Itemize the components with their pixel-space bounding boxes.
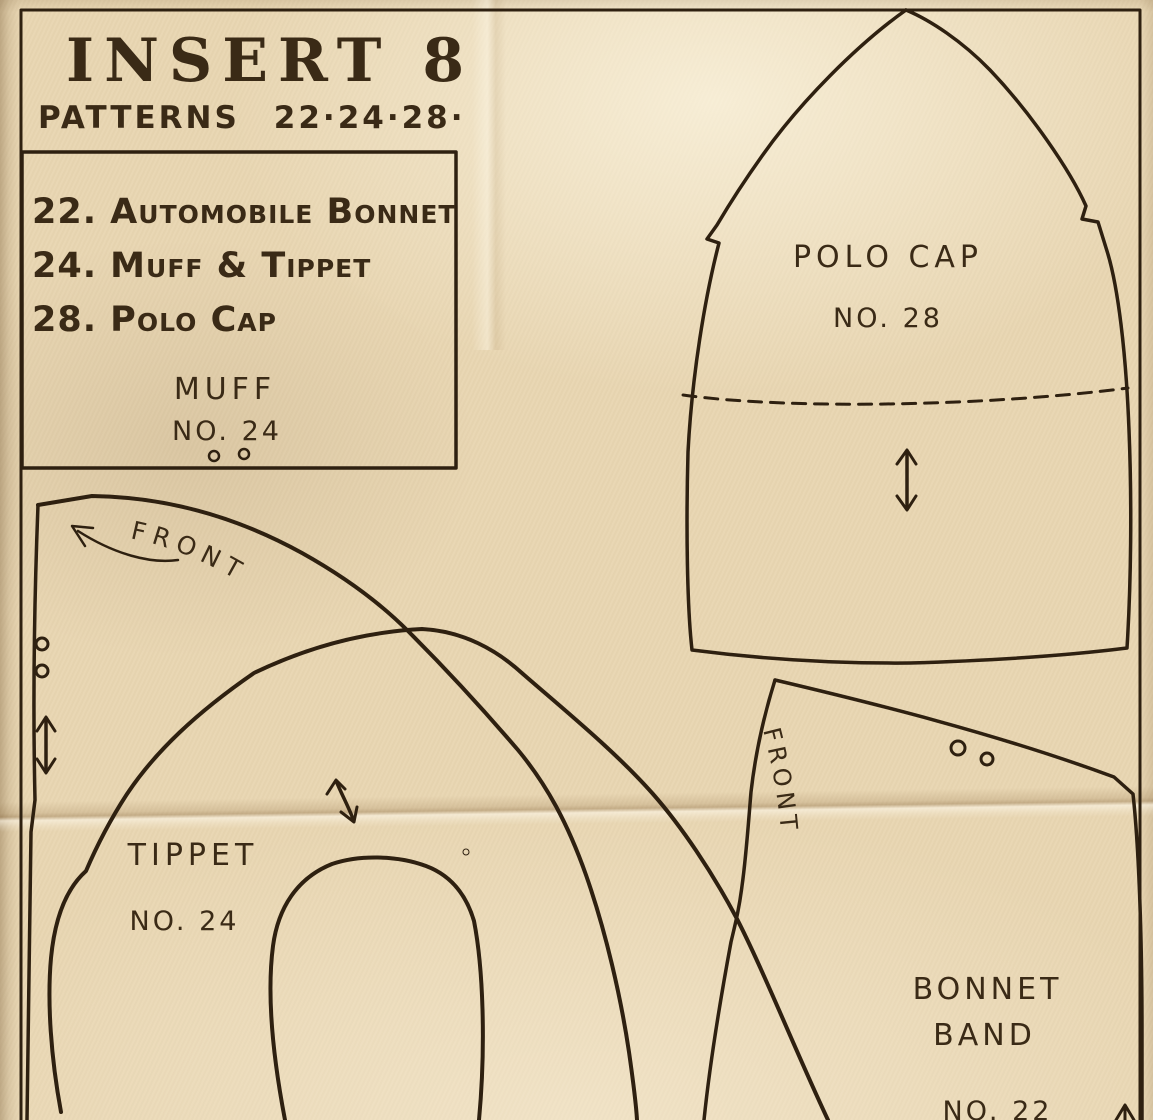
front-label-left-text: FRONT <box>129 516 253 588</box>
polo-cap-number: NO. 28 <box>833 303 943 334</box>
bonnet-band-label-line1: BONNET <box>912 972 1063 1007</box>
bonnet-band-number: NO. 22 <box>942 1096 1053 1120</box>
tippet-number: NO. 24 <box>129 906 240 937</box>
tippet-neck-opening <box>268 855 485 1120</box>
bonnet-band-top-and-right-edge <box>773 678 1144 1120</box>
polo-cap-seam-dashed-line <box>681 386 1130 406</box>
front-label-left: FRONT <box>129 516 246 588</box>
muff-number: NO. 24 <box>172 416 282 447</box>
pattern-index-list: 22. Automobile Bonnet 24. Muff & Tippet … <box>32 192 456 340</box>
subtitle-word: PATTERNS <box>38 100 240 136</box>
muff-label: MUFF <box>173 372 277 407</box>
tippet-front-straight-edge <box>25 503 40 1120</box>
tippet-grainline <box>335 781 355 821</box>
band-grainline-arrowhead <box>1114 1103 1136 1120</box>
front-label-band: FRONT <box>757 725 798 836</box>
front-label-band-text: FRONT <box>757 725 803 836</box>
band-notch-circle-1 <box>949 739 967 757</box>
subtitle-numbers: 22·24·28· <box>273 100 466 136</box>
muff-notch-circle-2 <box>237 447 251 461</box>
bonnet-band-label-line2: BAND <box>933 1018 1036 1053</box>
index-item-24: 24. Muff & Tippet <box>32 246 372 286</box>
left-grainline-arrowhead-top <box>35 715 57 733</box>
polo-cap-grainline-arrowhead-bottom <box>895 494 918 512</box>
front-pointer-arrowhead <box>70 524 95 548</box>
polo-cap-label: POLO CAP <box>792 240 984 275</box>
left-grainline-arrowhead-bottom <box>35 757 57 775</box>
sheet-title: INSERT 8 <box>66 26 475 96</box>
sheet-subtitle: PATTERNS 22·24·28· <box>38 100 466 136</box>
index-item-28: 28. Polo Cap <box>32 300 277 340</box>
index-box-frame <box>20 150 458 470</box>
band-notch-circle-2 <box>979 751 995 767</box>
tippet-top-edge-curve <box>36 494 639 1120</box>
index-item-22: 22. Automobile Bonnet <box>32 192 457 232</box>
tippet-punch-dot <box>462 848 470 856</box>
tippet-grainline-arrowhead-bottom <box>339 805 359 824</box>
left-notch-circle-1 <box>34 636 50 652</box>
bonnet-band-front-edge <box>702 678 777 1120</box>
muff-notch-circle-1 <box>207 449 221 463</box>
front-pointer-arrow-curve <box>76 529 180 563</box>
tippet-grainline-arrowhead-top <box>325 778 347 796</box>
sheet-border <box>19 8 1142 1120</box>
left-notch-circle-2 <box>34 663 50 679</box>
polo-cap-grainline-arrowhead-top <box>895 448 918 466</box>
tippet-outer-circle-curve <box>47 627 830 1120</box>
tippet-label: TIPPET <box>127 838 259 873</box>
polo-cap-outline <box>685 8 1133 665</box>
